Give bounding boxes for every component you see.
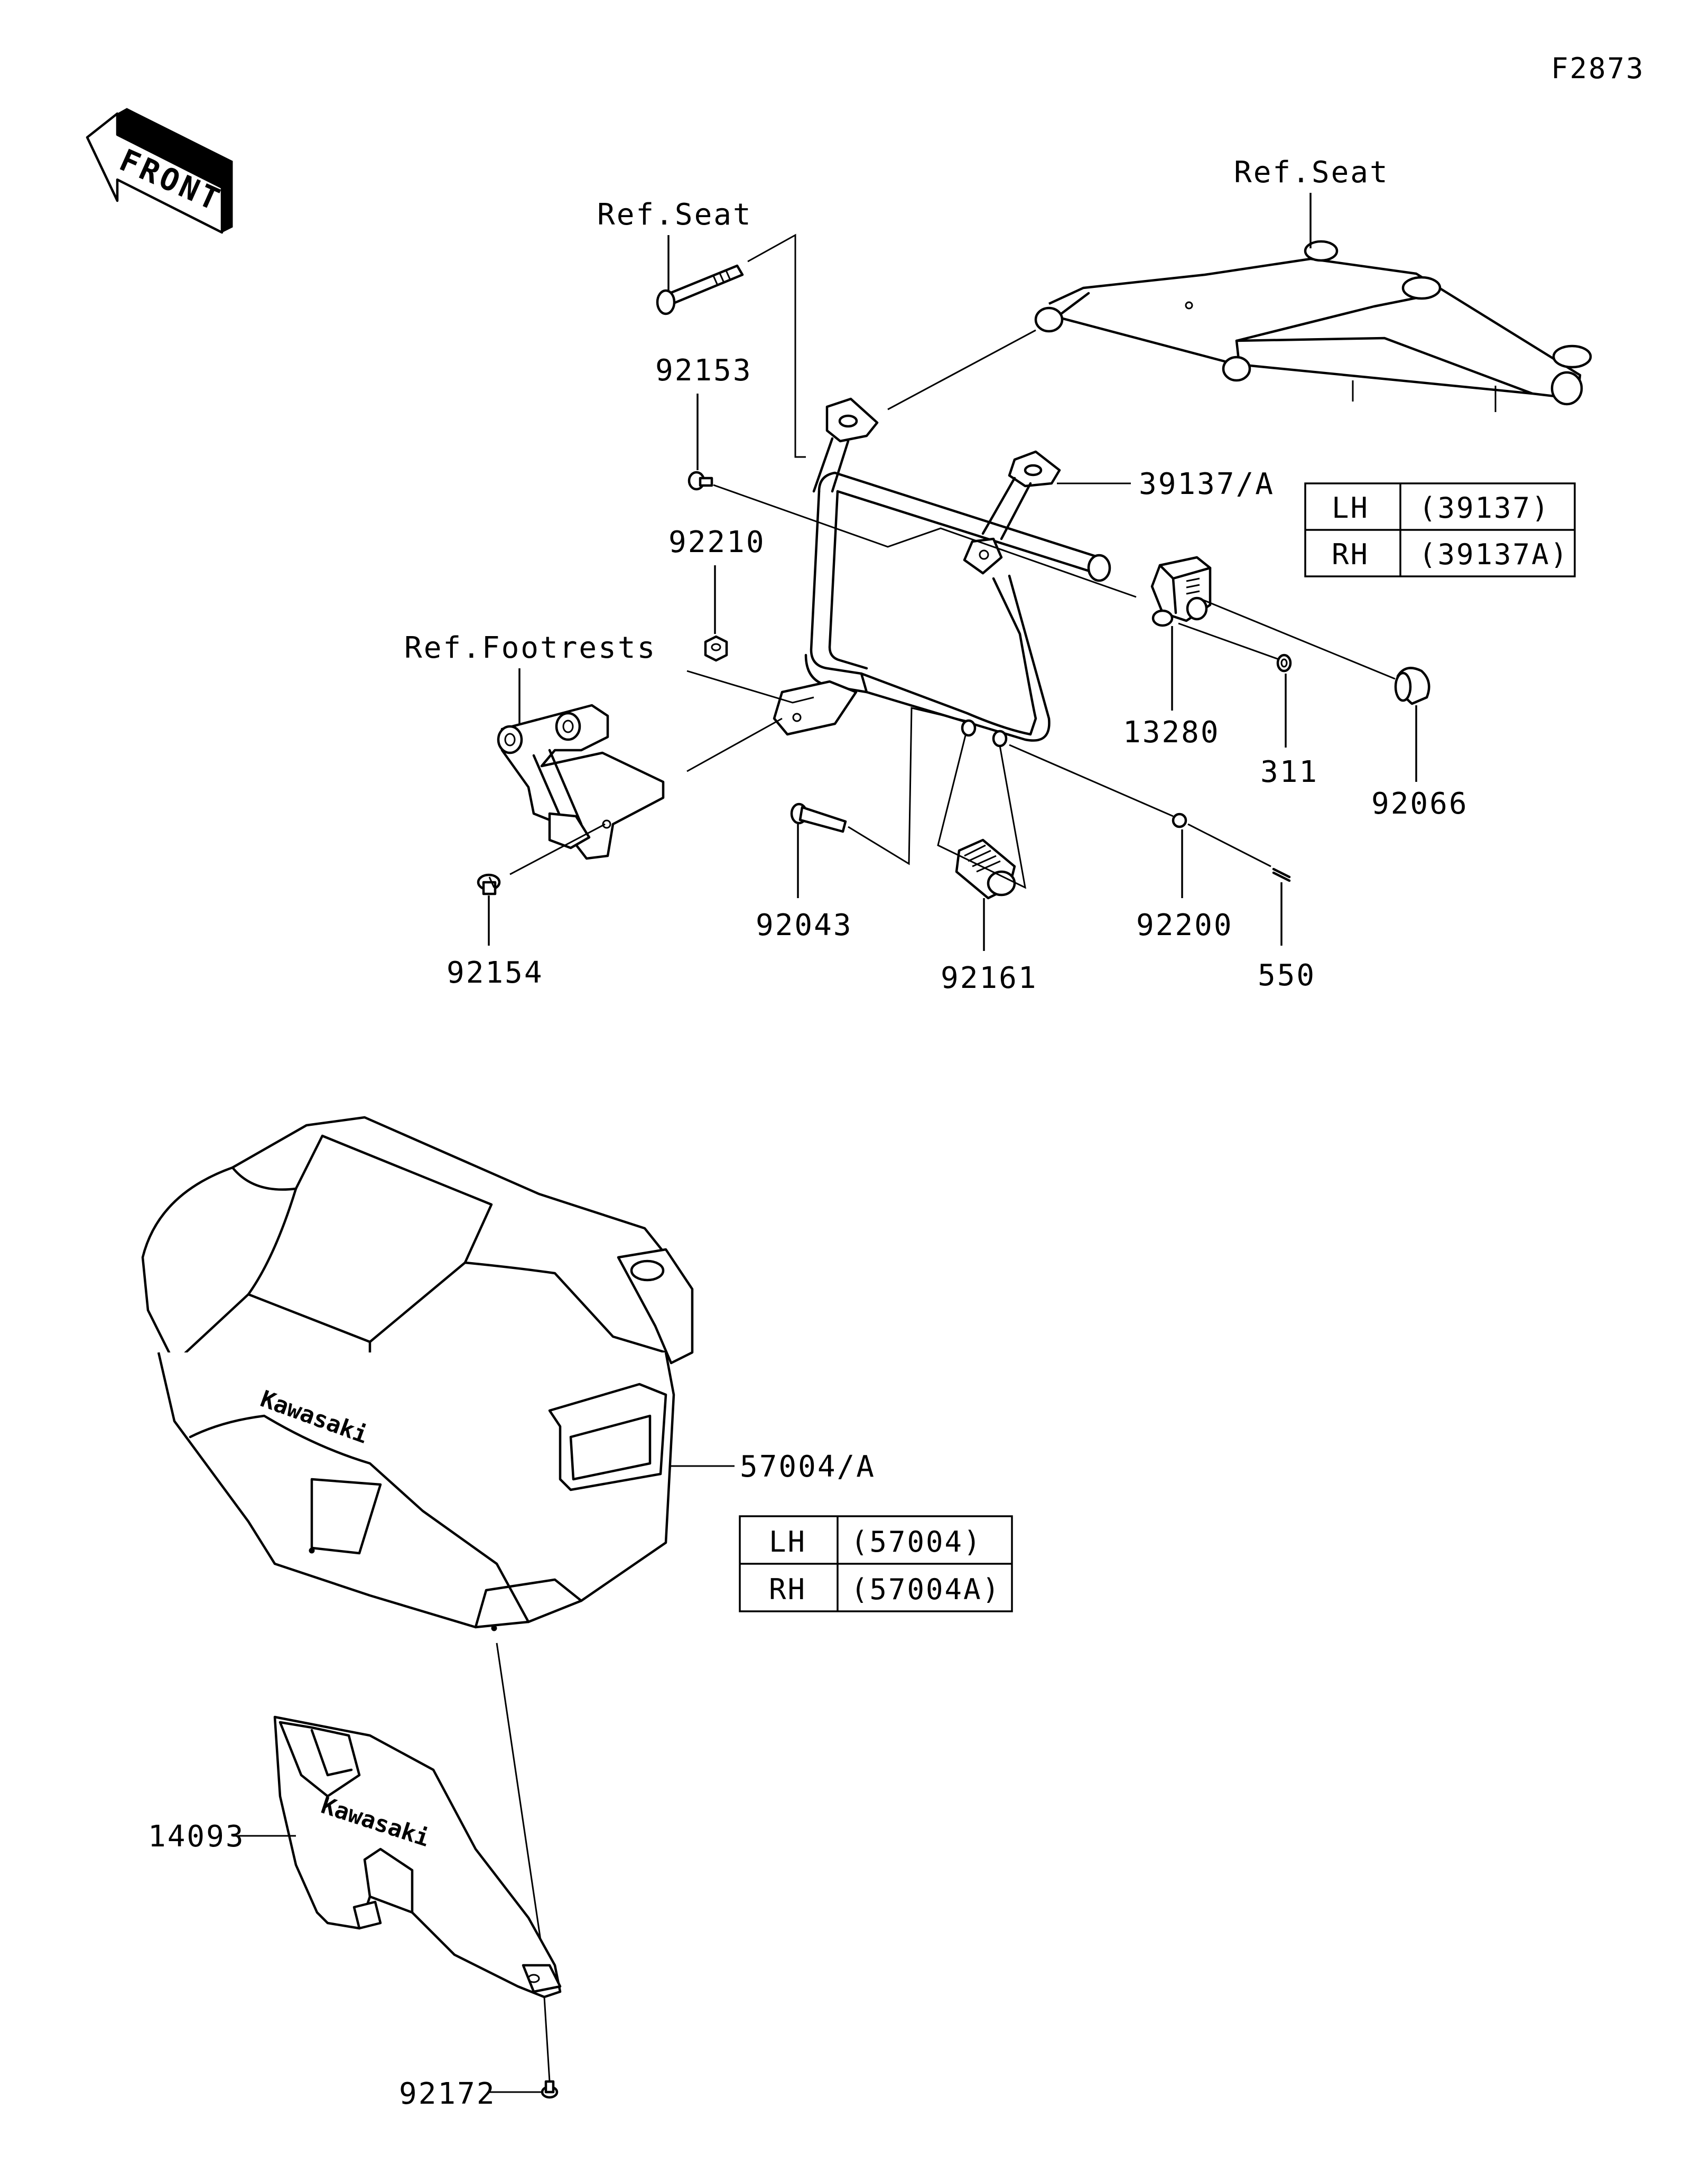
callout-92161: 92161	[941, 961, 1038, 995]
cover-14093: Kawasaki	[273, 1715, 562, 1999]
ref-seat-right-label: Ref.Seat	[1234, 155, 1389, 190]
footrest-to-bracket-line	[686, 717, 783, 772]
nut-92210	[704, 635, 728, 662]
case-table-row2-part: (57004A)	[851, 1573, 1001, 1606]
side-case-57004: Kawasaki	[141, 1116, 694, 1631]
ref-seat-left-label: Ref.Seat	[597, 198, 752, 232]
washer-92200	[1172, 813, 1187, 828]
callout-92210: 92210	[668, 525, 766, 559]
bracket-table-row1-side: LH	[1332, 491, 1369, 525]
callout-92172: 92172	[399, 2077, 496, 2111]
bolt-92153	[687, 471, 713, 491]
callout-57004: 57004/A	[740, 1450, 876, 1484]
bolt-92154-axis	[509, 823, 606, 875]
figure-id: F2873	[1551, 52, 1645, 85]
bolt-92154	[477, 873, 501, 895]
front-arrow-icon: FRONT	[86, 108, 233, 234]
bracket-table-row1-part: (39137)	[1419, 491, 1550, 525]
callout-92043: 92043	[756, 908, 853, 942]
footrest-bracket	[497, 704, 665, 860]
bracket-table-row2-part: (39137A)	[1419, 538, 1569, 571]
callout-92066: 92066	[1371, 787, 1469, 821]
case-to-cover-line	[496, 1642, 545, 1966]
rear-subframe	[1034, 240, 1592, 412]
callout-550: 550	[1258, 958, 1316, 993]
side-case-bracket	[773, 397, 1111, 742]
callout-13280: 13280	[1123, 715, 1220, 750]
callout-14093: 14093	[148, 1819, 245, 1854]
callout-39137: 39137/A	[1139, 467, 1275, 501]
washer-311	[1276, 654, 1292, 673]
seat-bolt-left	[656, 264, 744, 315]
damper-92161-guide	[937, 729, 1026, 889]
bolt-92153-axis	[713, 484, 1137, 598]
frame-leader	[887, 329, 1036, 410]
washer-92200-axis	[1009, 744, 1174, 817]
grommet-pair	[961, 719, 1008, 748]
callout-92153: 92153	[655, 353, 752, 388]
collar-13280	[1150, 556, 1212, 627]
bracket-table-row2-side: RH	[1332, 538, 1369, 571]
seat-bolt-left-leader	[747, 234, 806, 458]
screw-92172	[541, 2080, 559, 2099]
cotter-pin-550	[1272, 867, 1291, 882]
cap-92066	[1394, 667, 1430, 705]
callout-92154: 92154	[447, 956, 544, 990]
callout-92200: 92200	[1136, 908, 1233, 942]
bolt-92043	[790, 802, 847, 833]
pin-550-axis	[1187, 823, 1271, 867]
ref-footrests-label: Ref.Footrests	[404, 631, 656, 665]
screw-92172-axis	[543, 1996, 551, 2082]
callout-311: 311	[1260, 755, 1318, 789]
case-variant-table: LH (57004) RH (57004A)	[739, 1515, 1013, 1612]
nut-92210-axis	[686, 670, 814, 704]
case-table-row1-side: LH	[769, 1525, 806, 1558]
case-table-row1-part: (57004)	[851, 1525, 982, 1558]
case-table-row2-side: RH	[769, 1573, 806, 1606]
cap-92066-axis	[1202, 599, 1396, 680]
bolt-92043-axis	[848, 707, 968, 865]
bracket-variant-table: LH (39137) RH (39137A)	[1304, 482, 1576, 577]
washer-311-axis	[1178, 622, 1279, 660]
